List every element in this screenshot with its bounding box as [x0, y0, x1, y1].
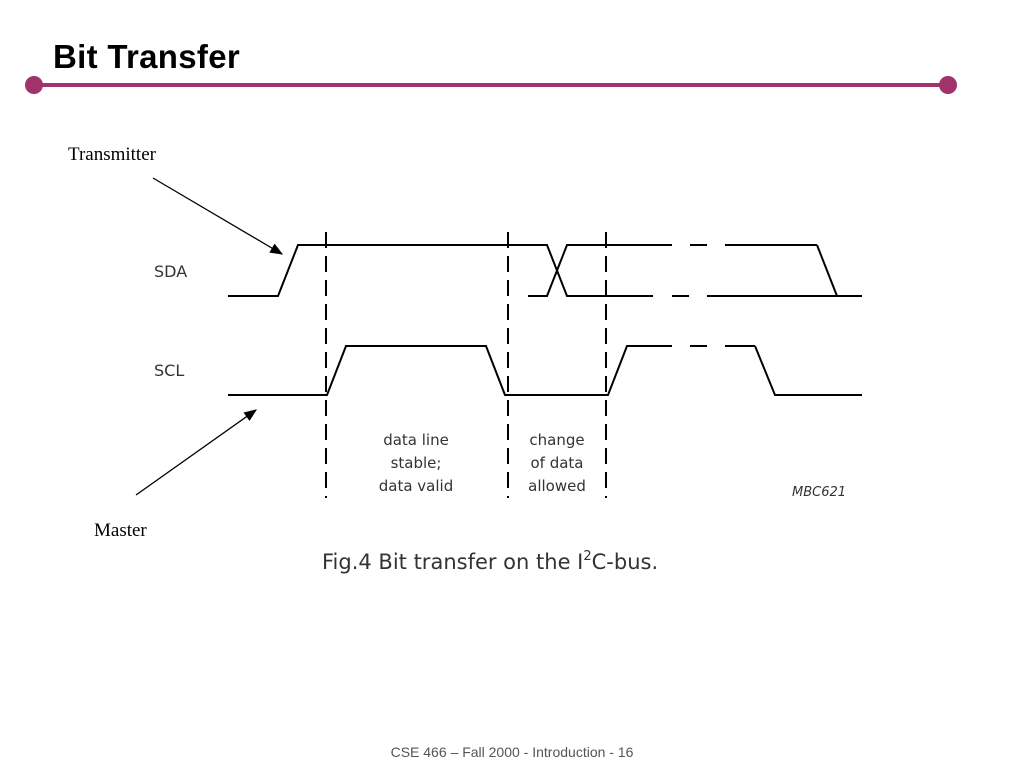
title-rule	[25, 76, 957, 94]
stable-note-line-2: stable;	[391, 454, 442, 472]
timing-markers	[325, 232, 607, 498]
master-arrow	[135, 409, 258, 496]
caption-prefix: Fig.4 Bit transfer on the I	[322, 550, 584, 574]
slide-footer: CSE 466 – Fall 2000 - Introduction - 16	[390, 744, 634, 760]
change-region-note: change of data allowed	[528, 431, 586, 495]
stable-note-line-1: data line	[383, 431, 449, 449]
timing-diagram: SDA SCL data line stable; data valid cha…	[135, 177, 862, 500]
figure-code: MBC621	[792, 485, 846, 500]
transmitter-arrow	[152, 177, 284, 255]
caption-superscript: 2	[583, 549, 592, 564]
sda-waveform	[228, 244, 862, 297]
master-label: Master	[94, 520, 147, 541]
scl-label: SCL	[154, 361, 184, 380]
change-note-line-1: change	[529, 431, 584, 449]
change-note-line-2: of data	[530, 454, 583, 472]
figure-caption: Fig.4 Bit transfer on the I2C-bus.	[322, 550, 658, 574]
slide-title: Bit Transfer	[53, 38, 240, 75]
stable-region-note: data line stable; data valid	[379, 431, 453, 495]
title-rule-right-dot	[939, 76, 957, 94]
change-note-line-3: allowed	[528, 477, 586, 495]
title-rule-left-dot	[25, 76, 43, 94]
stable-note-line-3: data valid	[379, 477, 453, 495]
sda-label: SDA	[154, 262, 187, 281]
caption-suffix: C-bus.	[591, 550, 659, 574]
scl-waveform	[228, 345, 862, 396]
transmitter-label: Transmitter	[68, 144, 156, 165]
